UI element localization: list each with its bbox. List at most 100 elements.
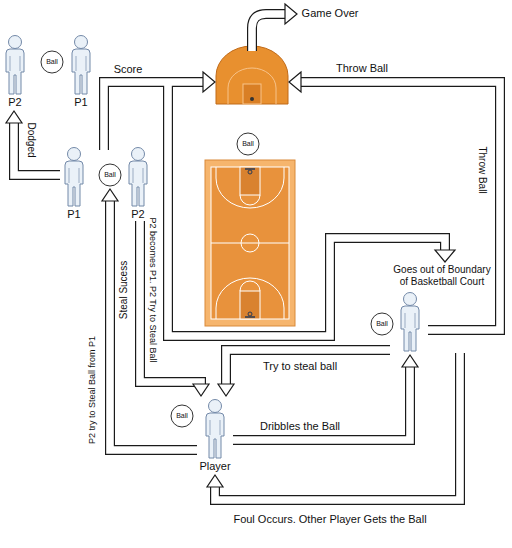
ball-label: Ball [170,404,194,428]
throw-ball-arrow [300,82,500,330]
score-arrow [104,82,204,150]
arrow-head [193,384,209,396]
flow-label: Throw Ball [476,146,488,193]
game-over-arrow [252,14,285,51]
flow-connector [207,353,460,500]
player-figure: P1 [60,146,88,221]
court-free-throw-arc [240,195,260,205]
court-key [240,291,260,319]
arrow-head [289,72,301,92]
person-arms [405,313,415,328]
connector-outline [110,201,197,451]
person-figure [60,146,88,208]
ball-circle: Ball [40,50,64,74]
connector-outline [226,350,390,385]
arrow-head [435,250,455,262]
ball-shape [371,313,393,335]
arrow-head [207,475,223,487]
flow-connector [233,355,418,440]
half-court-arc [228,68,276,104]
connector-outline [14,123,60,176]
text-row: P1 [67,96,95,109]
person-head [404,293,417,306]
text-row: P2 [1,96,29,109]
ball-label: Ball [98,163,122,187]
connector-label: P2 becomes P1. P2 Try to Steal Ball [148,217,159,362]
person-arms [76,56,86,71]
node-label: Goes out of Boundary of Basketball Court [393,264,490,287]
ball-shape [171,405,193,427]
basketball-court [205,160,295,326]
node-label: P2 [131,208,144,220]
flow-connector [102,189,197,450]
node-label: P2 [8,96,21,108]
player-figure: P2 [124,146,152,221]
court-surround [205,160,295,326]
hoop-ring [248,312,252,316]
flow-connector [218,350,390,396]
arrow-head [218,384,234,396]
connector-fill [14,123,60,176]
game-over-arrow [252,14,285,51]
flow-label: Steal Sucess [118,261,130,319]
ball-circle: Ball [236,132,260,156]
node-label: Player [199,460,230,472]
person-head [132,148,145,161]
ball-shape [237,133,259,155]
person-body [129,161,147,206]
person-figure [201,398,229,460]
court-three-point-line [216,167,284,208]
ball-shape [99,164,121,186]
text-row: Goes out of Boundary of Basketball Court [390,264,494,288]
court-key [240,167,260,195]
person-head [9,36,22,49]
person-arms [210,420,220,435]
connector-fill [215,353,460,500]
connector-label: Try to steal ball [263,360,337,373]
score-arrow [104,82,204,150]
out-of-bounds-arrow [168,82,445,336]
player-figure: P2 [1,34,29,109]
flow-connector [6,111,60,175]
arrow-head [402,355,418,367]
person-body [206,413,224,458]
court-three-point-line [216,278,284,319]
text-row: P1 [60,208,88,221]
court-free-throw-arc [240,281,260,291]
person-arms [10,56,20,71]
flow-label: Game Over [302,7,359,20]
arrow-head [6,111,22,123]
connector-label: Foul Occurs. Other Player Gets the Ball [233,513,426,526]
node-label: P1 [74,96,87,108]
court-floor [211,167,289,319]
person-body [72,49,90,94]
ball-circle: Ball [370,312,394,336]
person-figure [396,291,424,353]
arrow-head [285,4,297,24]
hoop-ring [248,170,252,174]
flow-arrow-heads [203,4,455,262]
connector-label: Dodged [25,122,37,157]
person-body [6,49,24,94]
arrow-head [203,72,215,92]
person-head [209,400,222,413]
player-figure: Player [197,398,233,473]
ball-label: Ball [40,50,64,74]
court-center-circle [241,234,259,252]
connector-label: Dribbles the Ball [260,420,340,433]
ball-shape [41,51,63,73]
half-court-hoop [250,97,254,101]
flow-arrow-fills [104,14,500,336]
court-midline [211,243,289,244]
connector-outline [233,367,410,441]
person-figure [67,34,95,96]
ball-circle: Ball [98,163,122,187]
half-court-key [243,84,261,104]
node-label: P1 [67,208,80,220]
person-figure [124,146,152,208]
text-row: P2 [124,208,152,221]
player-figure: Goes out of Boundary of Basketball Court [390,264,494,353]
person-head [68,148,81,161]
connector-label: P2 try to Steal Ball from P1 [87,336,98,444]
